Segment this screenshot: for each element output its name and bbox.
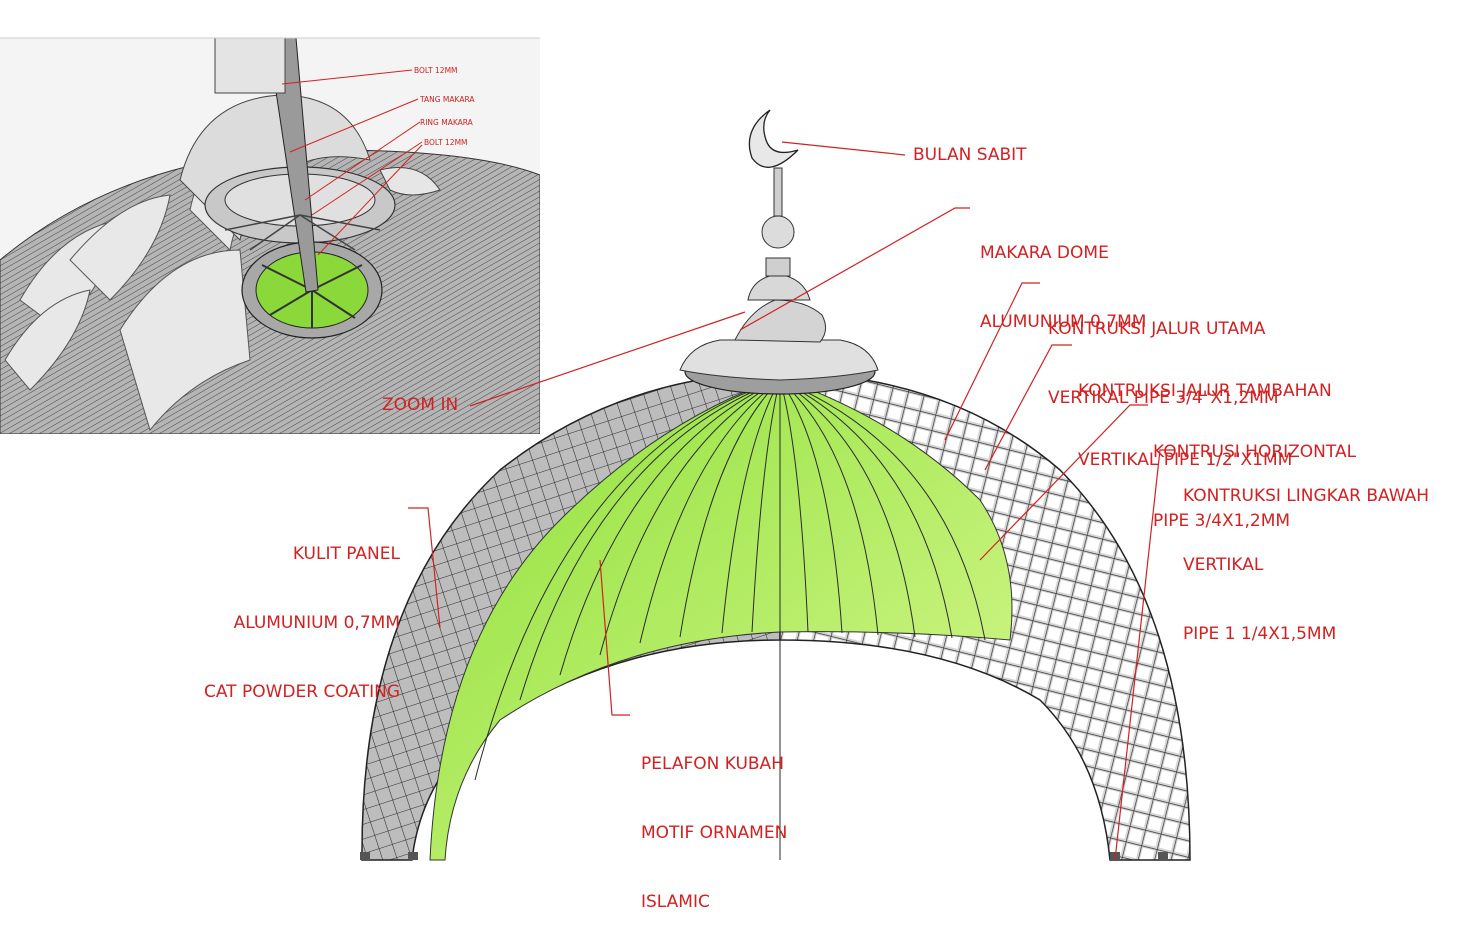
label-makara-dome: MAKARA DOME ALUMUNIUM 0,7MM <box>980 196 1146 357</box>
dome-diagram <box>0 37 1191 861</box>
label-bolt-top: BOLT 12MM <box>414 66 458 75</box>
label-pelafon: PELAFON KUBAH MOTIF ORNAMEN ISLAMIC <box>641 707 787 937</box>
inset-zoom-view <box>0 38 540 434</box>
label-jalur-tambahan: KONTRUKSI JALUR TAMBAHAN VERTIKAL PIPE 1… <box>1078 334 1332 495</box>
kulit-panel-line-1: KULIT PANEL <box>292 544 400 564</box>
lingkar-bawah-line-2: VERTIKAL <box>1183 555 1264 575</box>
lingkar-bawah-line-3: PIPE 1 1/4X1,5MM <box>1183 624 1337 644</box>
label-tang-makara: TANG MAKARA <box>420 95 475 104</box>
label-horizontal: KONTRUSI HORIZONTAL PIPE 3/4X1,2MM <box>1153 395 1356 556</box>
label-kulit-panel: KULIT PANEL ALUMUNIUM 0,7MM CAT POWDER C… <box>170 497 400 727</box>
jalur-utama-line-1: KONTRUKSI JALUR UTAMA <box>1048 319 1266 339</box>
pelafon-line-2: MOTIF ORNAMEN <box>641 823 788 843</box>
pelafon-line-1: PELAFON KUBAH <box>641 754 784 774</box>
label-ring-makara: RING MAKARA <box>420 118 473 127</box>
jalur-utama-line-2: VERTIKAL PIPE 3/4"X1,2MM <box>1048 388 1279 408</box>
jalur-tambahan-line-1: KONTRUKSI JALUR TAMBAHAN <box>1078 381 1332 401</box>
horizontal-line-1: KONTRUSI HORIZONTAL <box>1153 442 1357 462</box>
label-bolt-bottom: BOLT 12MM <box>424 138 468 147</box>
pelafon-line-3: ISLAMIC <box>641 892 710 912</box>
leader-lines <box>408 141 1175 861</box>
lingkar-bawah-line-1: KONTRUKSI LINGKAR BAWAH <box>1183 486 1430 506</box>
main-dome <box>360 109 1191 861</box>
makara-line-1: MAKARA DOME <box>980 243 1109 263</box>
label-bulan-sabit: BULAN SABIT <box>913 145 1027 165</box>
horizontal-line-2: PIPE 3/4X1,2MM <box>1153 511 1291 531</box>
makara-line-2: ALUMUNIUM 0,7MM <box>980 312 1147 332</box>
kulit-panel-line-3: CAT POWDER COATING <box>203 682 400 702</box>
jalur-tambahan-line-2: VERTIKAL PIPE 1/2"X1MM <box>1078 450 1293 470</box>
label-zoom-in: ZOOM IN <box>382 395 459 415</box>
kulit-panel-line-2: ALUMUNIUM 0,7MM <box>233 613 400 633</box>
label-jalur-utama: KONTRUKSI JALUR UTAMA VERTIKAL PIPE 3/4"… <box>1048 272 1279 433</box>
label-lingkar-bawah: KONTRUKSI LINGKAR BAWAH VERTIKAL PIPE 1 … <box>1183 439 1429 669</box>
